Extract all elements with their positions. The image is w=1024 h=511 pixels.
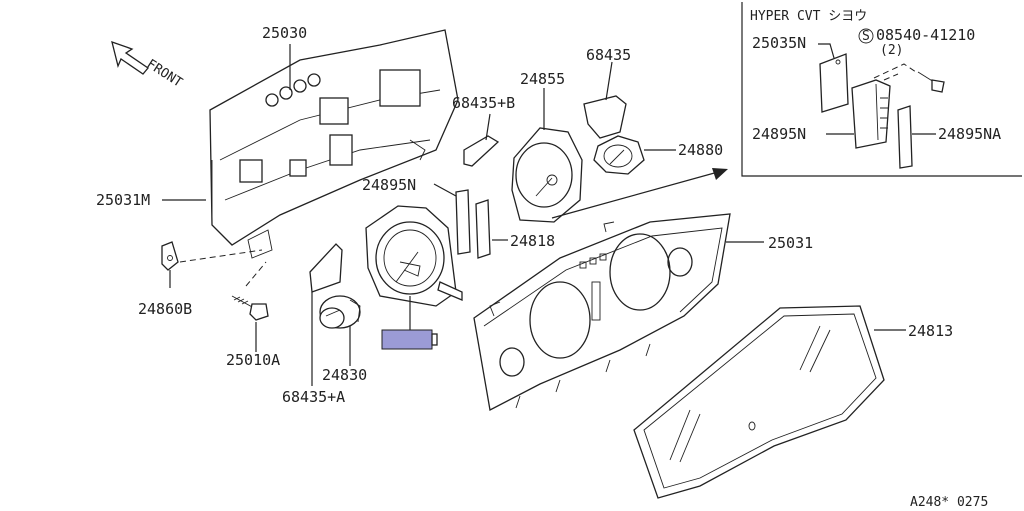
label-25031M: 25031M (96, 191, 150, 209)
inset-screw-symbol: S (862, 29, 870, 44)
highlighted-part (381, 329, 438, 350)
front-label: FRONT (144, 57, 185, 91)
label-24895N: 24895N (362, 176, 416, 194)
label-24880: 24880 (678, 141, 723, 159)
glass-24813 (633, 305, 885, 499)
meter-unit (365, 205, 463, 307)
label-24818: 24818 (510, 232, 555, 250)
strip-24818 (475, 199, 491, 259)
panel-68435A (309, 243, 343, 293)
label-68435B: 68435+B (452, 94, 515, 112)
label-68435: 68435 (586, 46, 631, 64)
bezel-25031 (473, 213, 731, 411)
label-24855: 24855 (520, 70, 565, 88)
gauge-24855 (511, 127, 583, 223)
label-24895NA: 24895NA (938, 125, 1001, 143)
screw-25010A (231, 295, 269, 321)
label-screw-qty: (2) (880, 43, 903, 58)
label-25010A: 25010A (226, 351, 280, 369)
gauge-24830 (319, 295, 361, 329)
highlight-box (381, 329, 433, 350)
label-24860B: 24860B (138, 300, 192, 318)
rear-housing (209, 29, 459, 259)
strip-24895N (455, 189, 471, 255)
diagram-code: A248* 0275 (910, 495, 988, 510)
card-68435 (583, 95, 627, 139)
arrowhead-icon (712, 168, 728, 180)
clip-24860B (161, 241, 179, 271)
label-24813: 24813 (908, 322, 953, 340)
gauge-24880 (593, 135, 645, 175)
label-24830: 24830 (322, 366, 367, 384)
label-24895N-inset: 24895N (752, 125, 806, 143)
front-arrow-icon (111, 40, 149, 75)
label-25031: 25031 (768, 234, 813, 252)
label-68435A: 68435+A (282, 388, 345, 406)
inset-box (741, 2, 1022, 177)
label-25030: 25030 (262, 24, 307, 42)
inset-title: HYPER CVT シヨウ (750, 9, 867, 24)
leader-arrow (551, 171, 719, 219)
label-25035N: 25035N (752, 34, 806, 52)
label-08540-41210: 08540-41210 (876, 26, 975, 44)
leader-lines (162, 43, 936, 386)
card-68435B (463, 135, 500, 167)
